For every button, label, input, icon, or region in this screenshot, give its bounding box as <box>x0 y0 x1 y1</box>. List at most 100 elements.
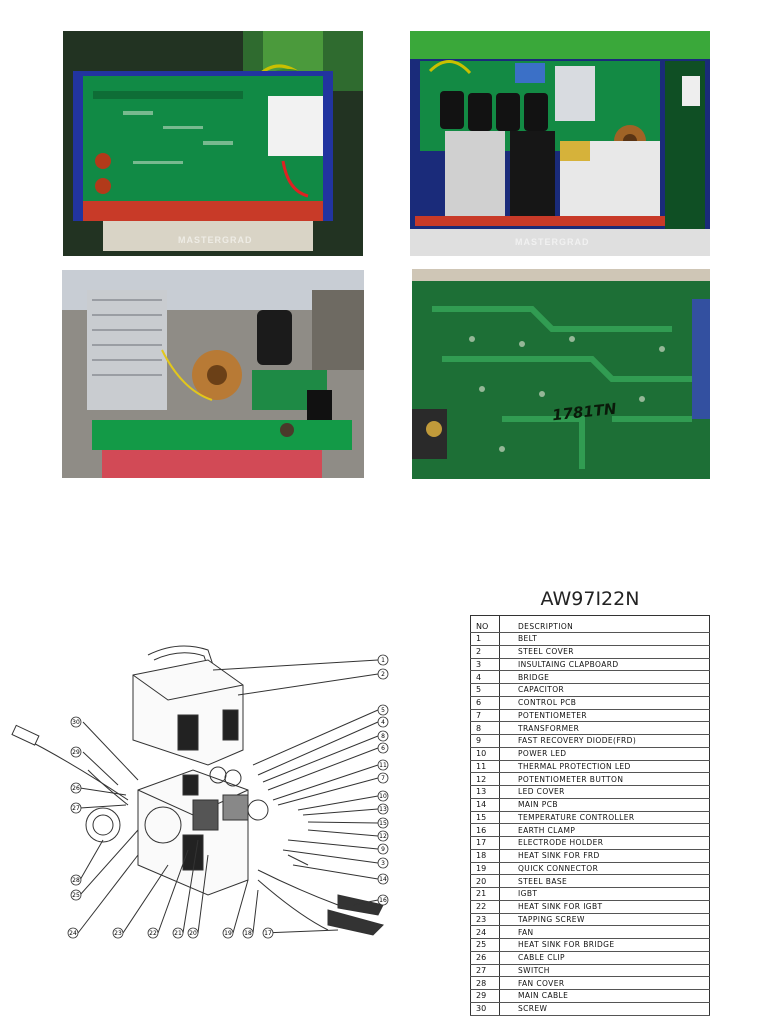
part-description: SCREW <box>499 1002 710 1016</box>
callout-number: 25 <box>72 892 80 899</box>
callout-number: 14 <box>379 876 387 883</box>
part-description: TEMPERATURE CONTROLLER <box>499 811 710 825</box>
part-number: 10 <box>470 747 500 761</box>
callout-circle <box>377 730 389 742</box>
part-description: FAN <box>499 925 710 939</box>
part-number: 5 <box>470 683 500 697</box>
part-description: FAN COVER <box>499 976 710 990</box>
part-number: 23 <box>470 913 500 927</box>
callout-circle <box>377 857 389 869</box>
callout-circle <box>172 927 184 939</box>
part-description: MAIN CABLE <box>499 989 710 1003</box>
callout-number: 4 <box>381 719 385 726</box>
part-description: INSULTAING CLAPBOARD <box>499 658 710 672</box>
part-description: STEEL COVER <box>499 645 710 659</box>
callout-number: 12 <box>379 833 387 840</box>
header-description: DESCRIPTION <box>499 615 710 633</box>
photo-pcb-closeup-bottom-right: 1781TN <box>412 269 710 479</box>
callout-number: 24 <box>69 930 77 937</box>
callout-number: 9 <box>381 846 385 853</box>
part-number: 18 <box>470 849 500 863</box>
callout-number: 13 <box>379 806 387 813</box>
part-number: 8 <box>470 721 500 735</box>
callout-circle <box>377 873 389 885</box>
callout-number: 3 <box>381 860 385 867</box>
callout-number: 30 <box>72 719 80 726</box>
callout-number: 27 <box>72 805 80 812</box>
part-description: HEAT SINK FOR BRIDGE <box>499 938 710 952</box>
part-description: HEAT SINK FOR FRD <box>499 849 710 863</box>
header-no: NO <box>470 615 500 633</box>
part-number: 24 <box>470 925 500 939</box>
photo-inverter-internals-top-right: MASTERGRAD <box>410 31 710 256</box>
part-number: 15 <box>470 811 500 825</box>
callout-circle <box>377 759 389 771</box>
callout-circle <box>147 927 159 939</box>
part-number: 13 <box>470 785 500 799</box>
callout-circle <box>377 843 389 855</box>
part-number: 2 <box>470 645 500 659</box>
part-number: 21 <box>470 887 500 901</box>
part-number: 4 <box>470 670 500 684</box>
part-description: IGBT <box>499 887 710 901</box>
part-description: POWER LED <box>499 747 710 761</box>
table-header-row: NO DESCRIPTION <box>470 615 710 633</box>
callout-number: 6 <box>381 745 385 752</box>
part-number: 17 <box>470 836 500 850</box>
callout-circle <box>377 704 389 716</box>
part-number: 6 <box>470 696 500 710</box>
part-number: 29 <box>470 989 500 1003</box>
callout-number: 11 <box>379 762 387 769</box>
callout-number: 28 <box>72 877 80 884</box>
part-number: 26 <box>470 951 500 965</box>
part-description: BRIDGE <box>499 670 710 684</box>
callout-circle <box>112 927 124 939</box>
callout-number: 7 <box>381 775 385 782</box>
part-description: SWITCH <box>499 964 710 978</box>
callout-number: 21 <box>174 930 182 937</box>
part-description: BELT <box>499 632 710 646</box>
callout-circle <box>67 927 79 939</box>
part-number: 19 <box>470 862 500 876</box>
callout-circle <box>187 927 199 939</box>
callout-number: 19 <box>224 930 232 937</box>
callout-circle <box>70 889 82 901</box>
callout-circle <box>377 668 389 680</box>
part-number: 22 <box>470 900 500 914</box>
callout-circle <box>377 772 389 784</box>
callout-number: 26 <box>72 785 80 792</box>
callout-number: 23 <box>114 930 122 937</box>
part-description: EARTH CLAMP <box>499 823 710 837</box>
part-number: 28 <box>470 976 500 990</box>
part-number: 27 <box>470 964 500 978</box>
part-number: 16 <box>470 823 500 837</box>
part-description: QUICK CONNECTOR <box>499 862 710 876</box>
part-description: TAPPING SCREW <box>499 913 710 927</box>
part-number: 7 <box>470 709 500 723</box>
part-number: 3 <box>470 658 500 672</box>
part-number: 1 <box>470 632 500 646</box>
part-description: POTENTIOMETER <box>499 709 710 723</box>
model-title: AW97I22N <box>540 588 640 610</box>
callout-number: 1 <box>381 657 385 664</box>
callout-circle <box>377 790 389 802</box>
callout-circle <box>70 746 82 758</box>
callout-number: 22 <box>149 930 157 937</box>
